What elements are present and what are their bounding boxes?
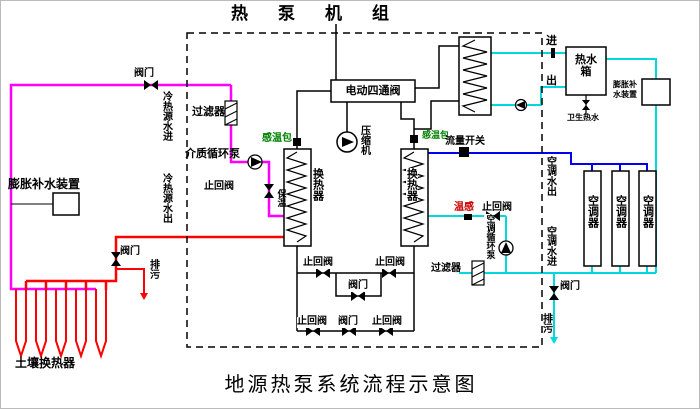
heat-exchanger-label-right: 换热器: [405, 168, 419, 201]
ac-water-in-label: 空调水进: [544, 226, 556, 266]
check-valve-label-2: 止回阀: [375, 257, 405, 269]
expansion-tank-right-box: [641, 78, 671, 106]
source-water-in-label: 冷热源水进: [160, 91, 172, 141]
left-heat-exchanger: [283, 148, 312, 247]
heat-pump-boundary: [186, 32, 543, 348]
expansion-tank-label-left: 膨胀补水装置: [8, 177, 81, 191]
four-way-valve-box: [330, 79, 416, 103]
ac-unit-label-3: 空调器: [641, 195, 655, 228]
check-valve-label-3: 止回阀: [297, 316, 327, 328]
filter-symbols: [224, 100, 485, 286]
valve-label-drain-right: 阀门: [560, 281, 580, 293]
diagram-caption: 地源热泵系统流程示意图: [224, 372, 478, 396]
drain-label-left: 排污: [147, 259, 159, 279]
compressor-symbol: [336, 131, 358, 153]
expansion-tank-label-right: 膨胀补水装置: [613, 80, 639, 100]
heat-recovery-coil: [458, 36, 492, 116]
ground-loop-tubes: [15, 289, 107, 360]
valve-label-top-left: 阀门: [134, 68, 154, 79]
expansion-tank-left-box: [52, 192, 80, 216]
drain-label-right: 排污: [540, 313, 552, 333]
temp-bulb-label-left: 感温包: [262, 133, 292, 144]
valve-label-mid: 阀门: [348, 280, 368, 292]
in-label: 进: [546, 34, 557, 47]
ac-unit-label-2: 空调器: [614, 195, 628, 228]
four-way-valve-label: 电动四通阀: [345, 84, 401, 97]
ground-hx-label: 土壤换热器: [15, 356, 76, 370]
filter-label-left: 过滤器: [192, 105, 225, 118]
ac-pump-label: 空调循环泵: [484, 214, 495, 259]
hot-water-tank-label: 热水箱: [575, 53, 597, 78]
insulation-label: 保温: [275, 189, 286, 207]
valve-label-low: 阀门: [338, 316, 358, 328]
out-label: 出: [546, 74, 557, 87]
diagram-title: 热泵机组: [231, 4, 419, 24]
temp-bulb-label-right: 感温包: [422, 131, 450, 142]
drain-arrows: [140, 293, 558, 344]
sanitary-hot-water-label: 卫生热水: [567, 113, 599, 123]
compressor-label: 压缩机: [358, 125, 370, 155]
medium-pump-label: 介质循环泵: [185, 147, 240, 160]
filter-label-ac: 过滤器: [431, 263, 461, 274]
ac-unit-boxes: [583, 170, 657, 267]
heat-exchanger-label-left: 换热器: [311, 168, 325, 201]
valve-symbols: [111, 48, 590, 336]
temp-sensor-label: 温感: [454, 202, 474, 214]
check-valve-label-4: 止回阀: [372, 316, 402, 328]
pump-symbols: [247, 98, 528, 256]
valve-label-bottom-left: 阀门: [120, 246, 140, 258]
check-valve-label-ac: 止回阀: [482, 202, 512, 213]
ac-unit-label-1: 空调器: [586, 195, 600, 228]
ac-water-out-label: 空调水出: [544, 156, 556, 196]
source-water-out-label: 冷热源水出: [160, 173, 172, 223]
sensor-symbols: [293, 135, 472, 220]
hot-water-tank-box: [565, 46, 607, 96]
flow-switch-label: 流量开关: [445, 136, 485, 147]
check-valve-label-left: 止回阀: [204, 181, 234, 192]
check-valve-label-1: 止回阀: [303, 257, 333, 269]
